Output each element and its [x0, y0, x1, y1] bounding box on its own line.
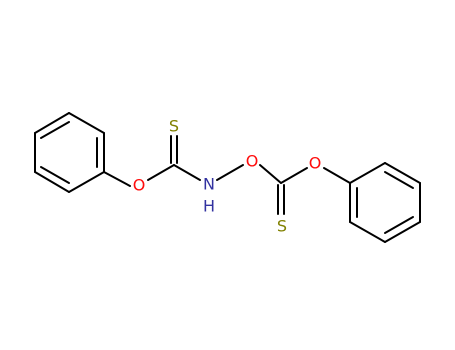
bond	[173, 164, 201, 181]
atom-label-hydrogen: H	[203, 197, 215, 216]
bond	[384, 162, 421, 184]
bond	[349, 162, 386, 184]
chain-bonds	[103, 135, 351, 215]
bond	[280, 167, 308, 184]
atom-label-oxygen: O	[246, 152, 259, 171]
bond	[68, 171, 105, 193]
bond	[34, 171, 70, 193]
bond	[103, 171, 131, 187]
atom-label-oxygen: O	[133, 176, 146, 195]
bond	[34, 112, 70, 134]
atom-label-sulfur: S	[277, 217, 287, 236]
atom-label-nitrogen: N	[203, 175, 215, 194]
right-phenyl-ring	[349, 162, 421, 243]
left-phenyl-ring	[34, 112, 105, 193]
bond	[147, 164, 175, 181]
atom-label-sulfur: S	[169, 117, 179, 136]
bond	[384, 171, 414, 189]
atom-label-oxygen: O	[309, 154, 322, 173]
bond	[323, 167, 351, 184]
bond	[259, 164, 282, 184]
bond	[349, 221, 386, 243]
bond	[40, 121, 70, 139]
bond	[216, 164, 244, 181]
bond	[40, 166, 70, 184]
bond	[384, 221, 421, 243]
bond	[384, 216, 414, 234]
bond	[68, 112, 105, 134]
atom-labels: O S N H O S O	[133, 117, 322, 236]
